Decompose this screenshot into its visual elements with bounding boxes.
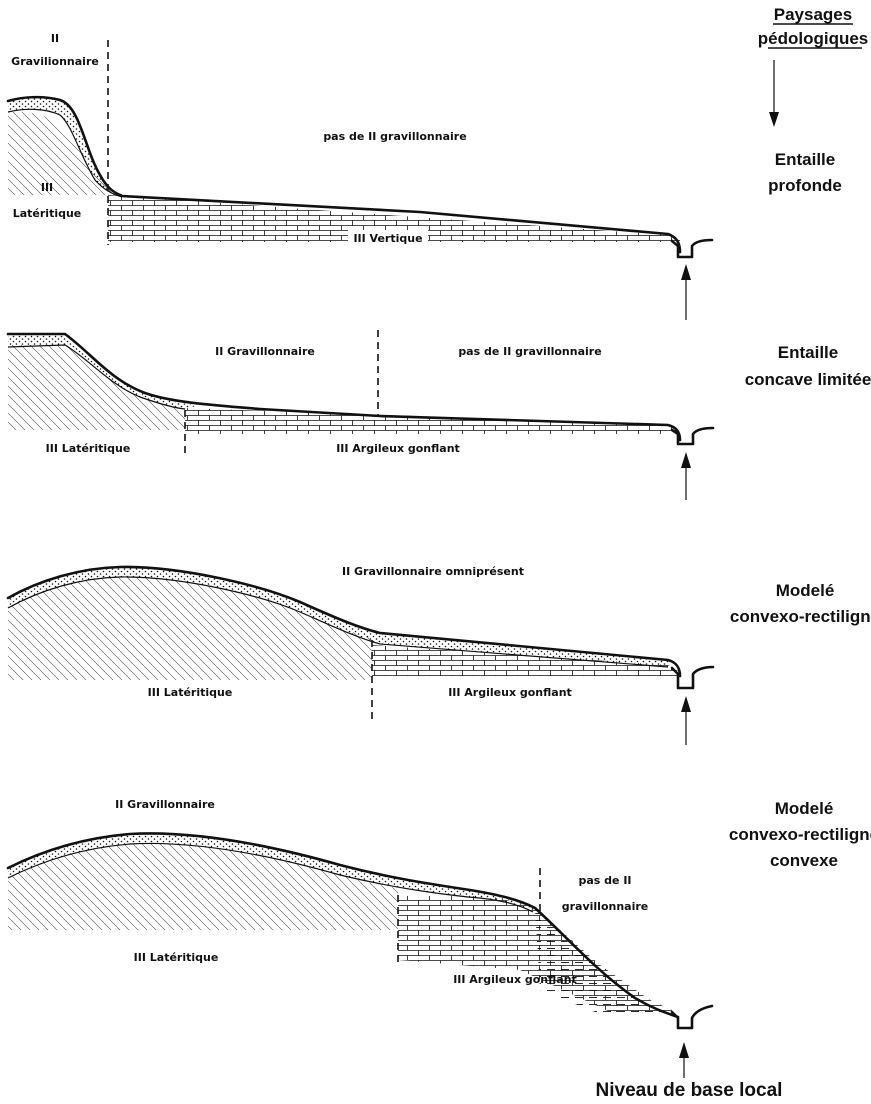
profile-1-name-line1: Entaille (775, 150, 835, 169)
profile-3-name-line1: Modelé (776, 581, 835, 600)
profile-2-argileux: III Argileux gonflant (336, 442, 460, 455)
profile-4-pas-de-ii-line2: gravillonnaire (562, 900, 649, 913)
profile-4-river (672, 1006, 712, 1028)
profile-4-pas-de-ii-line1: pas de II (578, 874, 631, 887)
profile-1-name-line2: profonde (768, 176, 842, 195)
profile-4-argileux: III Argileux gonflant (453, 973, 577, 986)
profile-1-arrow-head (681, 264, 691, 280)
profile-3-lateritique: III Latéritique (148, 686, 233, 699)
profile-1-gravillonnaire: Gravilionnaire (11, 55, 99, 68)
title-line2: pédologiques (758, 29, 869, 48)
profile-2-lateritic-hatch (8, 345, 185, 430)
profile-1-pas-de-ii: pas de II gravillonnaire (323, 130, 466, 143)
profile-1-roman-lower: III (41, 181, 53, 194)
profile-3-name-line2: convexo-rectiligne (730, 607, 871, 626)
profile-3-lateritic-hatch (8, 577, 372, 680)
profile-3-gravillonnaire: II Gravillonnaire omniprésent (342, 565, 524, 578)
profile-2: II Gravillonnaire pas de II gravillonnai… (8, 330, 871, 500)
base-level-label: Niveau de base local (596, 1080, 783, 1101)
profile-2-gravillonnaire: II Gravillonnaire (215, 345, 315, 358)
profile-3-arrow-head (681, 696, 691, 712)
profile-3-argileux: III Argileux gonflant (448, 686, 572, 699)
profile-1: II Gravilionnaire pas de II gravillonnai… (8, 32, 842, 320)
profile-2-arrow-head (681, 452, 691, 468)
profile-4-lateritic-hatch (8, 843, 398, 930)
title-line1: Paysages (774, 5, 852, 24)
profile-2-argileux-bricks (185, 408, 680, 434)
profile-4-name-line1: Modelé (775, 799, 834, 818)
title-block: Paysages pédologiques (758, 5, 869, 127)
profile-1-lateritique: Latéritique (13, 207, 82, 220)
profile-4-name-line2: convexo-rectiligne (729, 825, 871, 844)
profile-4-name-line3: convexe (770, 851, 838, 870)
profile-4-arrow-head (679, 1042, 689, 1058)
profile-2-lateritique: III Latéritique (46, 442, 131, 455)
profile-3: II Gravillonnaire omniprésent III Latéri… (8, 565, 871, 745)
profile-1-vertique: III Vertique (353, 232, 422, 245)
profile-4: II Gravillonnaire pas de II gravillonnai… (8, 798, 871, 1078)
profile-4-slope-ticks (535, 908, 672, 1014)
profile-2-name-line2: concave limitée (745, 370, 871, 389)
profile-2-name-line1: Entaille (778, 343, 838, 362)
profile-4-lateritique: III Latéritique (134, 951, 219, 964)
profile-4-gravillonnaire: II Gravillonnaire (115, 798, 215, 811)
profile-2-pas-de-ii: pas de II gravillonnaire (458, 345, 601, 358)
title-arrow-head (769, 112, 779, 127)
profile-1-roman-upper: II (51, 32, 59, 45)
